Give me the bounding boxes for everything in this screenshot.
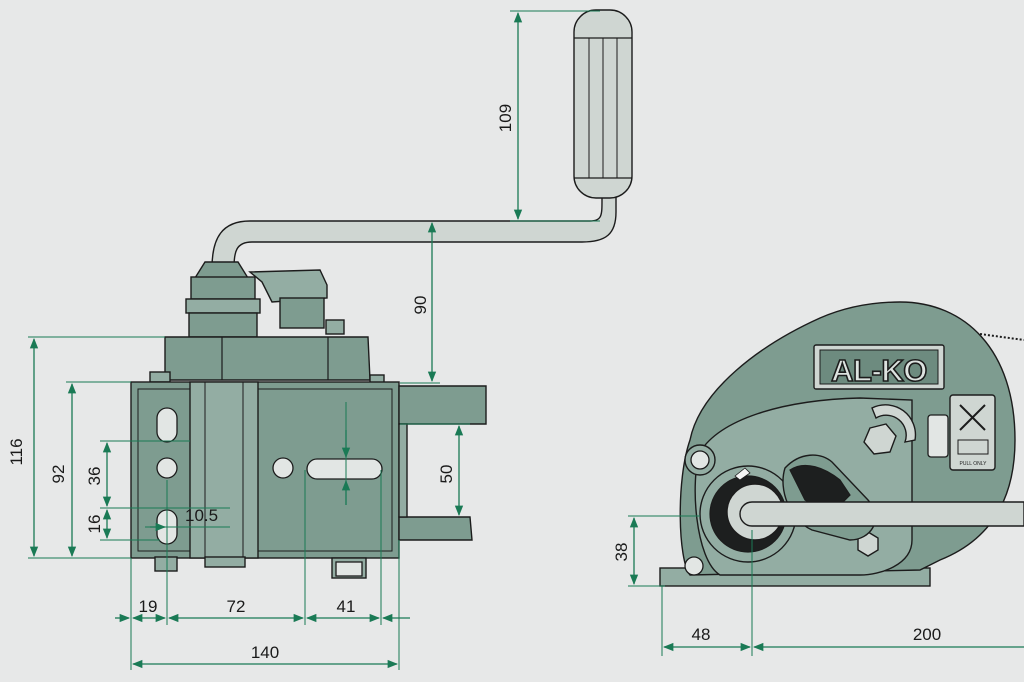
dim-41: 41 [337,597,356,616]
dim-109: 109 [496,104,515,132]
dim-140: 140 [251,643,279,662]
plate-text: PULL ONLY [960,461,988,467]
crank-handle-bar [211,184,617,269]
dim-38: 38 [612,543,631,562]
mounting-hole [272,457,294,479]
dim-50: 50 [437,465,456,484]
logo-text: AL-KO [831,353,927,388]
shaft [739,501,1024,527]
bolt-head [863,423,897,455]
front-view [130,9,633,579]
mounting-slot [306,458,383,480]
dim-92: 92 [49,465,68,484]
dim-36: 36 [85,467,104,486]
dim-10-5: 10.5 [185,506,218,525]
dim-16: 16 [85,515,104,534]
mounting-hole-slot [156,407,178,443]
dim-48: 48 [692,625,711,644]
dim-116: 116 [7,438,26,465]
dimensions: 109 90 116 92 36 16 10.5 50 [7,10,1024,670]
dim-72: 72 [227,597,246,616]
cable-bracket [398,385,487,425]
dim-19: 19 [139,597,158,616]
dim-90: 90 [411,296,430,315]
mounting-hole [156,457,178,479]
dim-200: 200 [913,625,941,644]
gear-housing-top [164,336,371,381]
side-view: AL-KO PULL ONLY [659,301,1024,587]
